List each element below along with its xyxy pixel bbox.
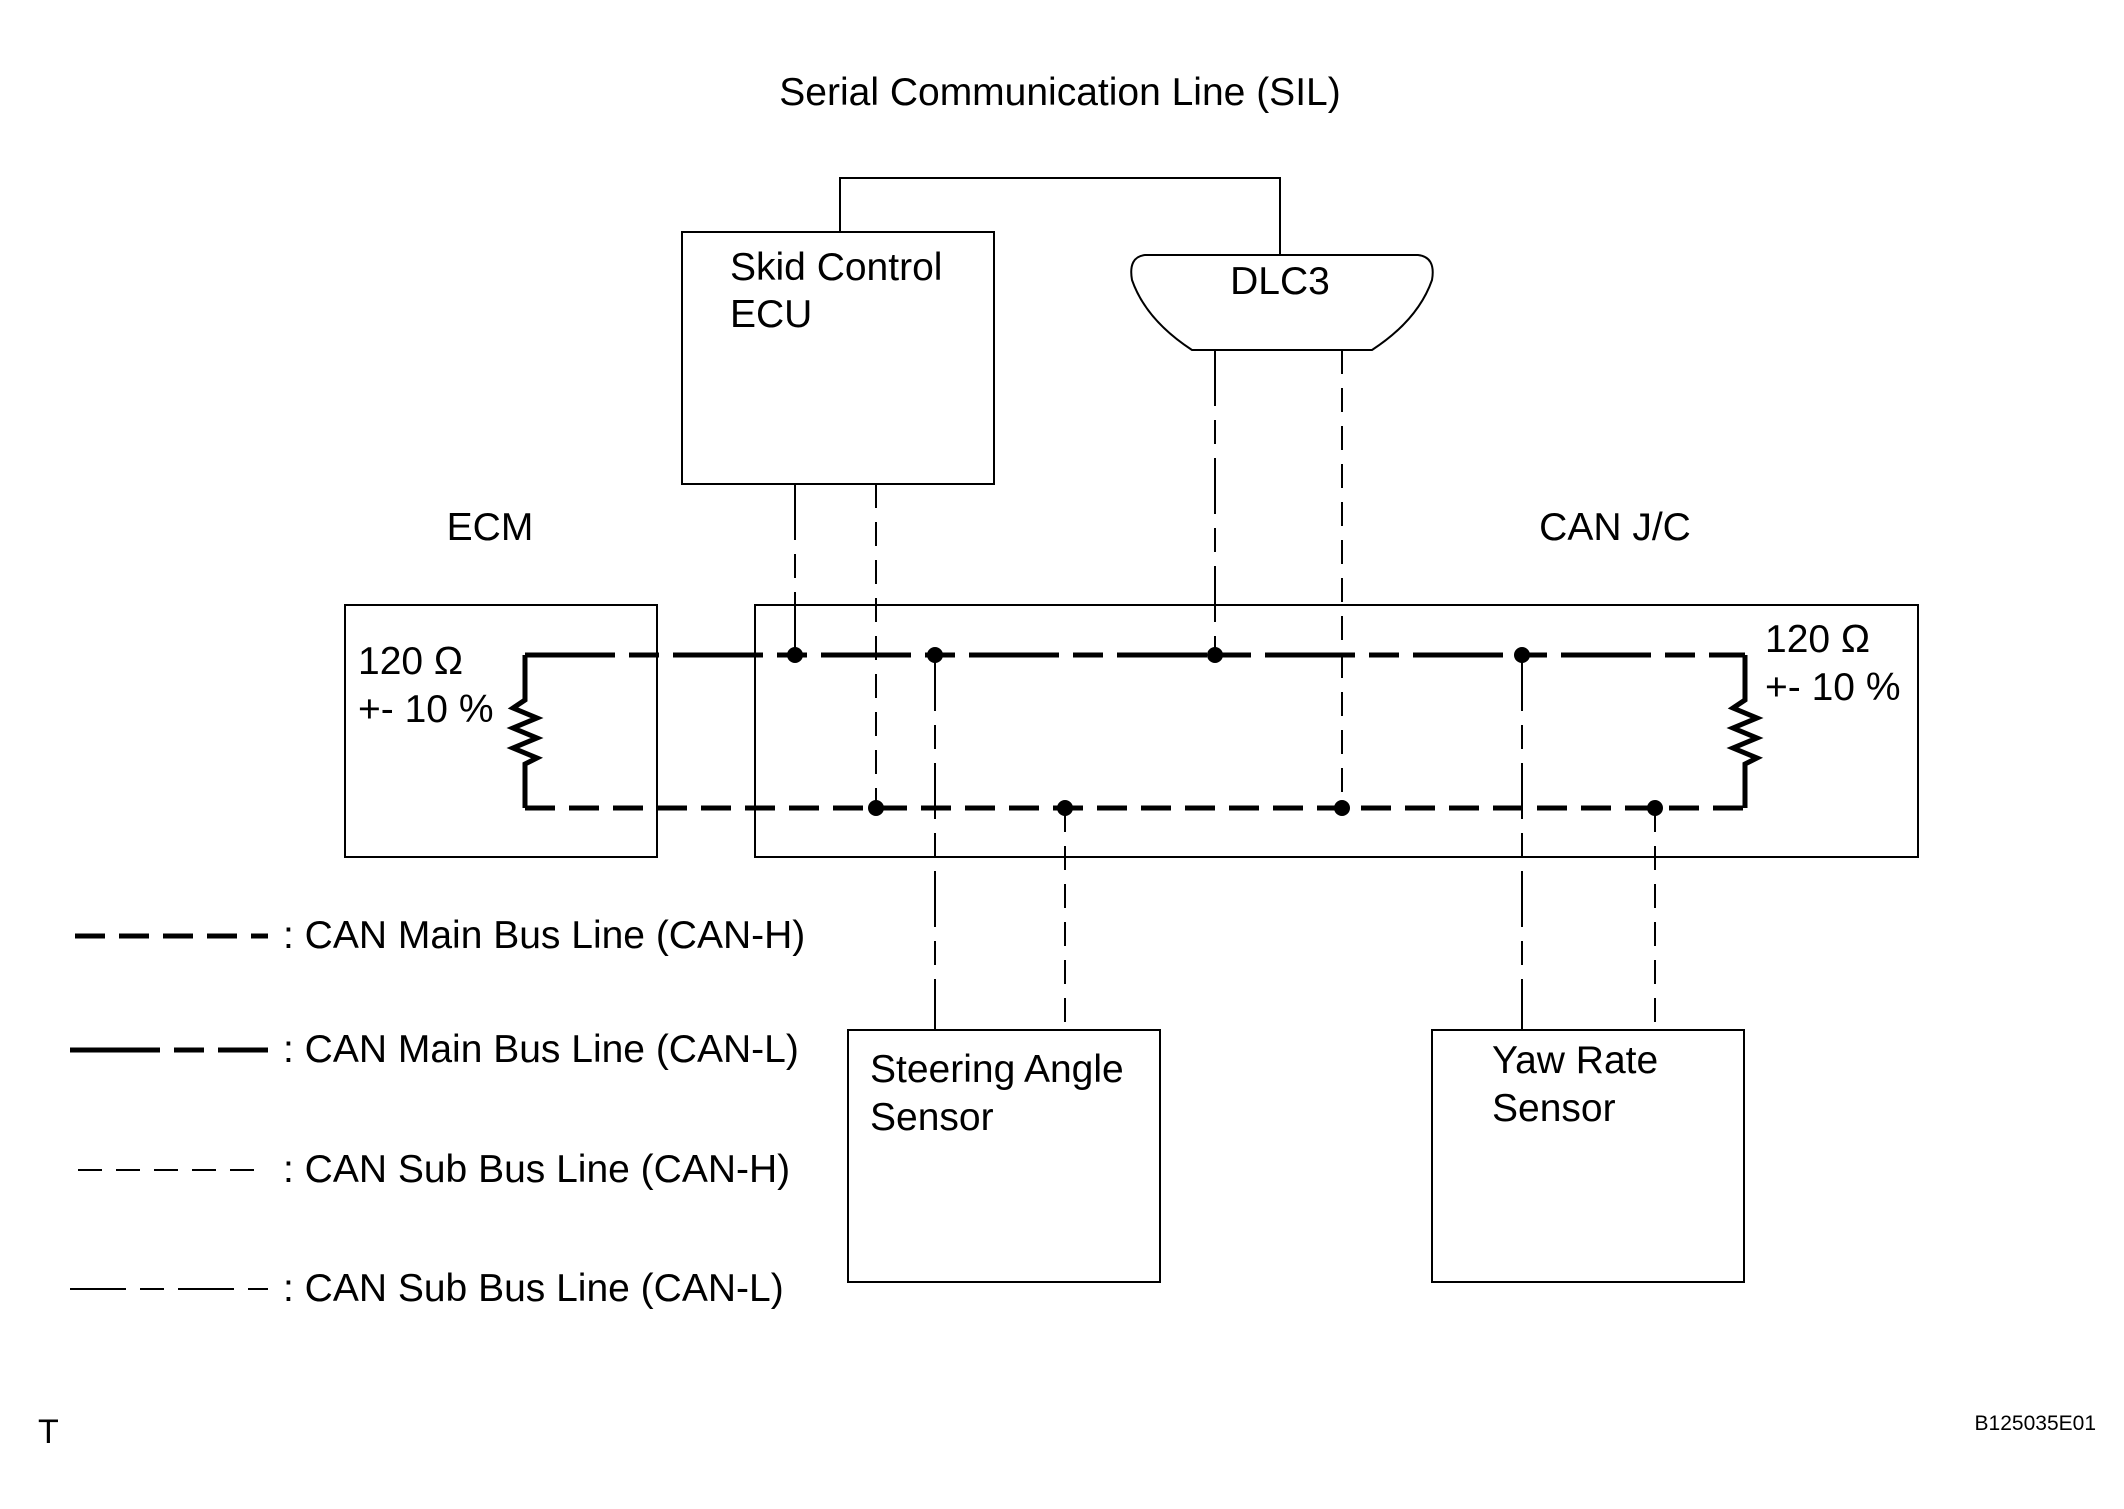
junction-dot: [1057, 800, 1073, 816]
junction-dot: [1334, 800, 1350, 816]
yaw-rate-sensor-label-1: Yaw Rate: [1492, 1039, 1658, 1082]
ecm-box: [344, 604, 658, 858]
ecm-resistor-value: 120 Ω: [358, 640, 463, 683]
junction-dot: [787, 647, 803, 663]
yaw-rate-sensor: Yaw Rate Sensor: [1431, 1029, 1745, 1283]
can-jc-box: [754, 604, 1919, 858]
junction-dot: [1207, 647, 1223, 663]
can-jc-resistor: [1726, 655, 1764, 808]
legend: : CAN Main Bus Line (CAN-H) : CAN Main B…: [70, 914, 805, 1310]
junction-dot: [1647, 800, 1663, 816]
can-jc-resistor-zigzag: [1726, 655, 1764, 808]
skid-control-ecu-label-2: ECU: [730, 293, 812, 336]
ecm-label: ECM: [447, 506, 534, 549]
steering-angle-sensor-box: [847, 1029, 1161, 1283]
figure-id: B125035E01: [1975, 1412, 2096, 1435]
legend-label-main-l: : CAN Main Bus Line (CAN-L): [283, 1028, 799, 1071]
dlc3-connector: DLC3: [1130, 254, 1434, 351]
junction-dot: [927, 647, 943, 663]
skid-control-ecu: Skid Control ECU: [681, 231, 995, 485]
dlc3-label: DLC3: [1230, 260, 1330, 303]
steering-angle-sensor-label-2: Sensor: [870, 1096, 994, 1139]
ecm-resistor-tolerance: +- 10 %: [358, 688, 494, 731]
can-jc-resistor-value: 120 Ω: [1765, 618, 1870, 661]
junction-dot: [868, 800, 884, 816]
dlc3-shape: [1130, 254, 1434, 351]
skid-control-ecu-label-1: Skid Control: [730, 246, 942, 289]
can-junction-connector: CAN J/C 120 Ω +- 10 %: [754, 506, 1919, 858]
legend-label-sub-h: : CAN Sub Bus Line (CAN-H): [283, 1148, 790, 1191]
steering-angle-sensor: Steering Angle Sensor: [847, 1029, 1161, 1283]
legend-label-sub-l: : CAN Sub Bus Line (CAN-L): [283, 1267, 784, 1310]
yaw-rate-sensor-label-2: Sensor: [1492, 1087, 1616, 1130]
corner-mark: T: [38, 1413, 59, 1451]
can-jc-label: CAN J/C: [1539, 506, 1691, 549]
steering-angle-sensor-label-1: Steering Angle: [870, 1048, 1124, 1091]
junction-dot: [1514, 647, 1530, 663]
diagram-title: Serial Communication Line (SIL): [779, 71, 1340, 114]
ecm-resistor: [506, 655, 544, 808]
skid-control-ecu-box: [681, 231, 995, 485]
ecm-resistor-zigzag: [506, 655, 544, 808]
sil-line: [839, 177, 1281, 255]
yaw-rate-sensor-box: [1431, 1029, 1745, 1283]
ecm: ECM 120 Ω +- 10 %: [344, 506, 658, 858]
legend-label-main-h: : CAN Main Bus Line (CAN-H): [283, 914, 805, 957]
can-jc-resistor-tolerance: +- 10 %: [1765, 666, 1901, 709]
